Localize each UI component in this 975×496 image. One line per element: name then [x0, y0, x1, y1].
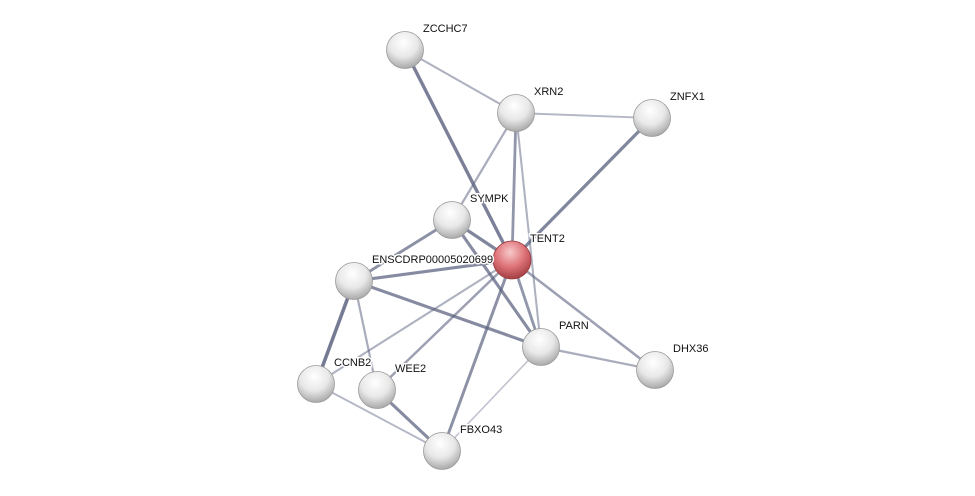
node-label[interactable]: ENSCDRP00005020699 [371, 253, 495, 268]
node-ensc[interactable]: ENSCDRP00005020699 [335, 253, 495, 300]
edge-tent2-fbxo43[interactable] [440, 259, 514, 452]
edge-ensc-parn[interactable] [353, 279, 542, 349]
node-znfx1[interactable]: ZNFX1 [633, 90, 707, 137]
edge-zcchc7-xrn2[interactable] [404, 49, 517, 114]
node-label[interactable]: ZCCHC7 [422, 22, 470, 37]
edge-tent2-ccnb2[interactable] [315, 259, 513, 385]
edge-zcchc7-tent2[interactable] [403, 49, 514, 261]
edge-znfx1-tent2[interactable] [510, 116, 654, 262]
edge-parn-dhx36[interactable] [540, 345, 656, 372]
node-label[interactable]: ZNFX1 [669, 90, 707, 105]
protein-bubble[interactable] [497, 94, 535, 132]
node-label[interactable]: SYMPK [469, 192, 511, 207]
node-label[interactable]: XRN2 [533, 85, 565, 100]
node-label[interactable]: TENT2 [529, 232, 567, 247]
node-wee2[interactable]: WEE2 [358, 362, 428, 409]
node-ccnb2[interactable]: CCNB2 [297, 356, 373, 403]
edge-xrn2-parn[interactable] [514, 112, 543, 348]
node-label[interactable]: CCNB2 [333, 356, 373, 371]
protein-bubble[interactable] [636, 351, 674, 389]
protein-bubble[interactable] [633, 99, 671, 137]
node-sympk[interactable]: SYMPK [433, 192, 511, 239]
protein-bubble[interactable] [386, 31, 424, 69]
node-label[interactable]: DHX36 [672, 342, 710, 357]
node-label[interactable]: WEE2 [394, 362, 428, 377]
node-label[interactable]: PARN [558, 319, 591, 334]
node-parn[interactable]: PARN [522, 319, 591, 366]
node-label[interactable]: FBXO43 [459, 423, 504, 438]
edge-xrn2-znfx1[interactable] [515, 112, 653, 119]
node-fbxo43[interactable]: FBXO43 [423, 423, 504, 470]
protein-bubble[interactable] [522, 328, 560, 366]
protein-bubble[interactable] [358, 371, 396, 409]
edge-ccnb2-fbxo43[interactable] [315, 383, 443, 452]
edge-xrn2-tent2[interactable] [510, 112, 518, 261]
protein-bubble[interactable] [335, 262, 373, 300]
node-zcchc7[interactable]: ZCCHC7 [386, 22, 470, 69]
node-dhx36[interactable]: DHX36 [636, 342, 710, 389]
edge-tent2-wee2[interactable] [376, 259, 513, 391]
node-xrn2[interactable]: XRN2 [497, 85, 565, 132]
edge-xrn2-sympk[interactable] [451, 112, 517, 221]
node-tent2[interactable]: TENT2 [492, 232, 567, 280]
query-protein-bubble[interactable] [492, 240, 532, 280]
protein-bubble[interactable] [297, 365, 335, 403]
edge-tent2-dhx36[interactable] [511, 259, 656, 371]
edge-sympk-ensc[interactable] [353, 218, 453, 283]
protein-bubble[interactable] [423, 432, 461, 470]
edge-sympk-parn[interactable] [450, 219, 543, 348]
edge-parn-fbxo43[interactable] [441, 346, 542, 452]
protein-bubble[interactable] [433, 201, 471, 239]
edge-tent2-ensc[interactable] [353, 258, 513, 283]
